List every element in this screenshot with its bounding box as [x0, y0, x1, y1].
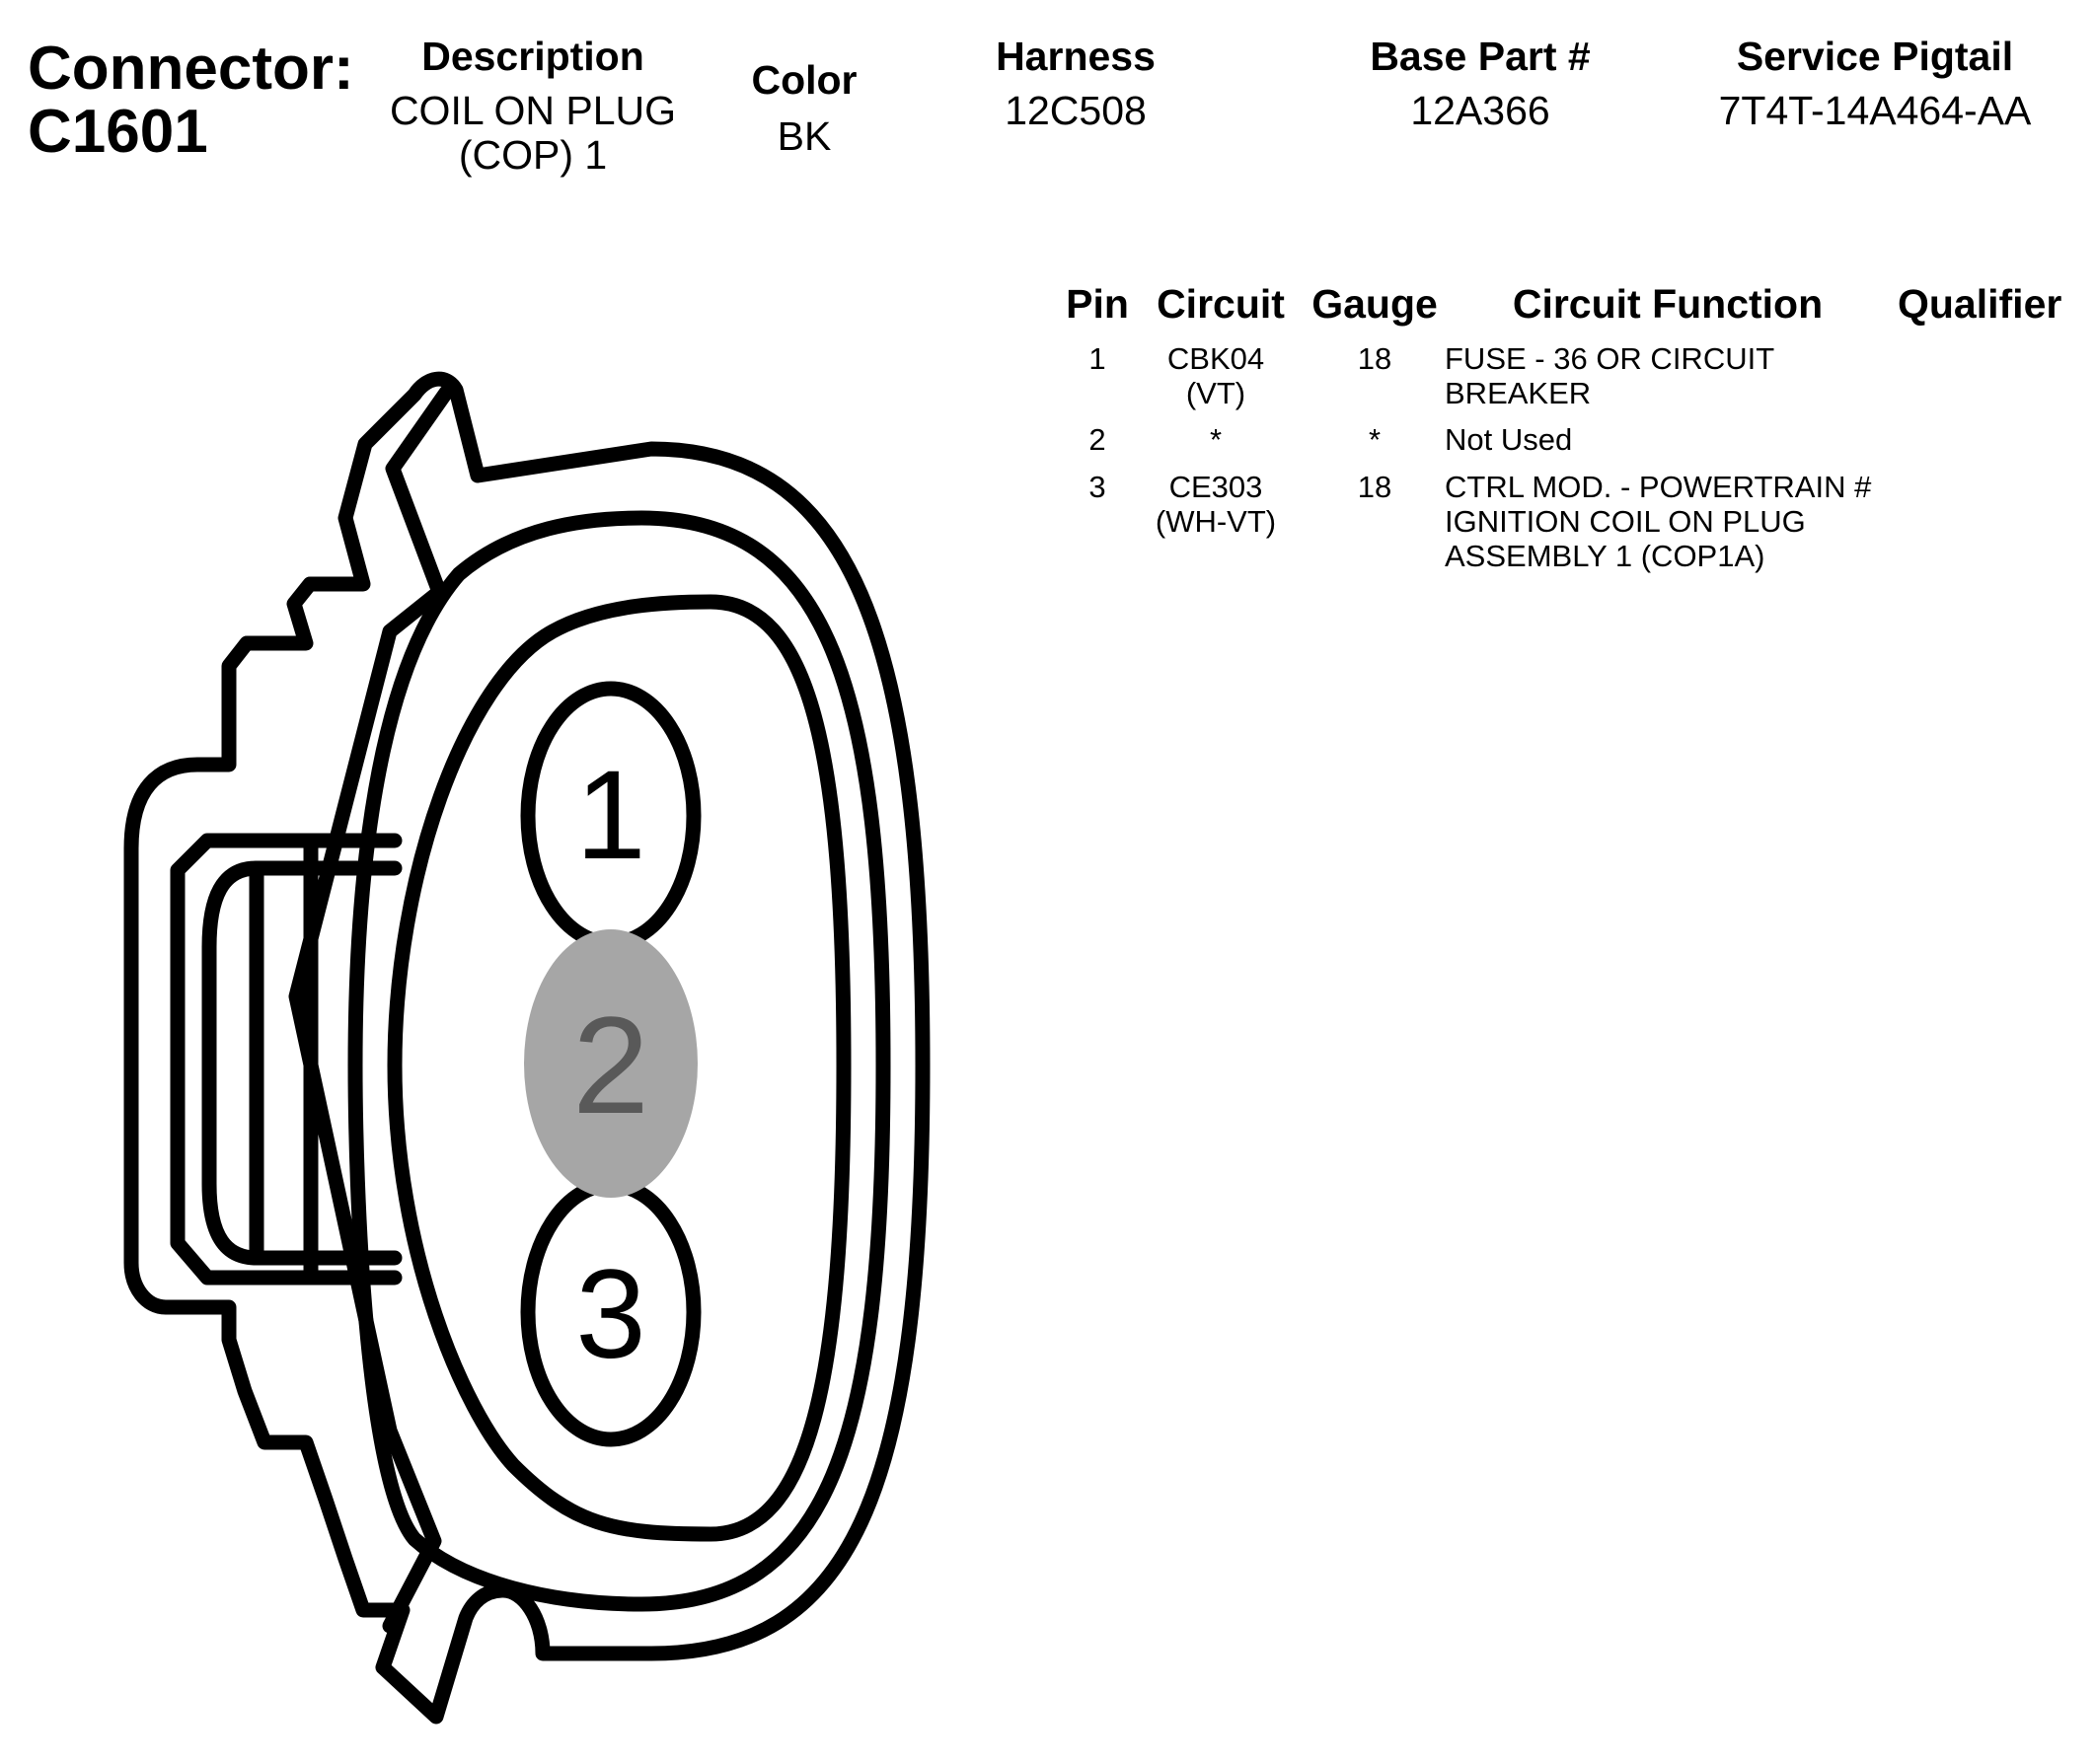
circuit-cell: CE303 (WH-VT) — [1155, 470, 1277, 539]
base-part-heading: Base Part # — [1370, 34, 1591, 79]
circuit-column-header: Circuit — [1157, 281, 1285, 327]
pin-cavity-outline — [387, 594, 852, 1542]
gauge-column-header: Gauge — [1311, 281, 1438, 327]
service-pigtail-heading: Service Pigtail — [1736, 34, 2014, 79]
lock-bracket-inner — [170, 833, 403, 1286]
base-part-value: 12A366 — [1410, 88, 1550, 133]
latch-channel — [288, 385, 454, 1634]
lock-bracket — [201, 860, 403, 1266]
gauge-cell: * — [1368, 422, 1382, 457]
connector-middle-ring — [347, 510, 891, 1612]
pin-3-label: 3 — [575, 1244, 645, 1385]
connector-id: C1601 — [28, 98, 208, 166]
harness-heading: Harness — [996, 34, 1156, 79]
service-pigtail-column: Service Pigtail 7T4T-14A464-AA — [1678, 34, 2072, 133]
function-cell: Not Used — [1445, 422, 1573, 457]
service-pigtail-value: 7T4T-14A464-AA — [1718, 88, 2032, 133]
pin-2 — [524, 929, 698, 1198]
description-value: COIL ON PLUG (COP) 1 — [389, 88, 677, 178]
pin-column-header: Pin — [1066, 281, 1129, 327]
color-column: Color BK — [720, 57, 888, 159]
harness-value: 12C508 — [1005, 88, 1147, 133]
function-column-header: Circuit Function — [1512, 281, 1824, 327]
gauge-cell: 18 — [1357, 341, 1392, 376]
function-cell: CTRL MOD. - POWERTRAIN # IGNITION COIL O… — [1445, 470, 1872, 573]
gauge-cell: 18 — [1357, 470, 1392, 504]
circuit-cell: CBK04 (VT) — [1166, 341, 1265, 410]
pin-cell: 1 — [1088, 341, 1106, 376]
pin-cell: 2 — [1088, 422, 1106, 457]
color-value: BK — [777, 113, 832, 159]
base-part-column: Base Part # 12A366 — [1322, 34, 1638, 133]
harness-column: Harness 12C508 — [947, 34, 1204, 133]
connector-title: Connector: C1601 — [28, 37, 354, 164]
pin-2-label: 2 — [572, 988, 649, 1142]
connector-label: Connector: — [28, 35, 354, 103]
function-cell: FUSE - 36 OR CIRCUIT BREAKER — [1445, 341, 1775, 410]
description-column: Description COIL ON PLUG (COP) 1 — [375, 34, 691, 178]
qualifier-column-header: Qualifier — [1898, 281, 2062, 327]
pin-cell: 3 — [1088, 470, 1106, 504]
pin-1-label: 1 — [575, 745, 645, 886]
pin-2-unused-fill — [524, 929, 698, 1198]
color-heading: Color — [751, 57, 858, 103]
description-heading: Description — [421, 34, 644, 79]
circuit-cell: * — [1209, 422, 1223, 457]
